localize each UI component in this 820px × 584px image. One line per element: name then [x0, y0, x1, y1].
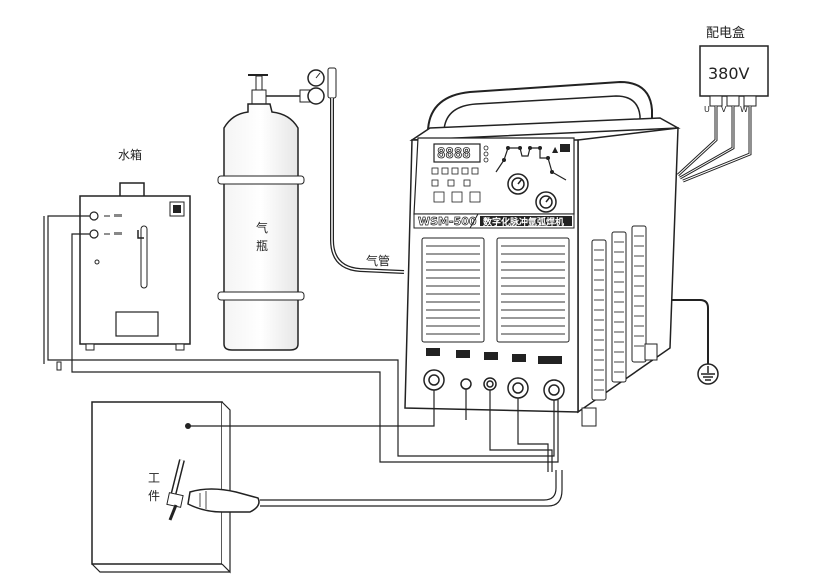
welding-torch: [166, 459, 260, 521]
gas-hose-label: 气管: [366, 253, 390, 268]
model-label: WSM-500: [418, 215, 477, 228]
water-tank-label: 水箱: [118, 147, 142, 162]
power-cables: [676, 106, 752, 183]
distribution-box: 配电盒 380V U V W: [699, 25, 769, 114]
workpiece-label: 工件: [148, 471, 160, 503]
ground-connection: [658, 299, 719, 385]
front-vents: [421, 237, 570, 343]
phase-u-label: U: [704, 105, 710, 114]
voltage-label: 380V: [708, 64, 750, 83]
workpiece: 工件: [91, 401, 231, 574]
display-digits: 8888: [437, 146, 471, 162]
distribution-box-title: 配电盒: [706, 25, 745, 41]
phase-v-label: V: [721, 105, 727, 114]
phase-w-label: W: [740, 105, 748, 114]
gas-hose: 气管: [330, 98, 405, 274]
welding-machine: 8888 ▲ WSM-500: [404, 80, 681, 427]
gas-cylinder-label: 气瓶: [256, 220, 268, 253]
warning-icon: ▲: [552, 145, 559, 154]
connection-lines: [43, 215, 563, 507]
digital-display: [433, 143, 481, 163]
machine-name: 数字化脉冲氩弧焊机: [483, 216, 564, 228]
parameter-knob: [535, 191, 557, 213]
current-knob: [507, 173, 529, 195]
gas-cylinder: 气瓶: [217, 67, 337, 351]
water-tank: 水箱: [79, 147, 191, 351]
